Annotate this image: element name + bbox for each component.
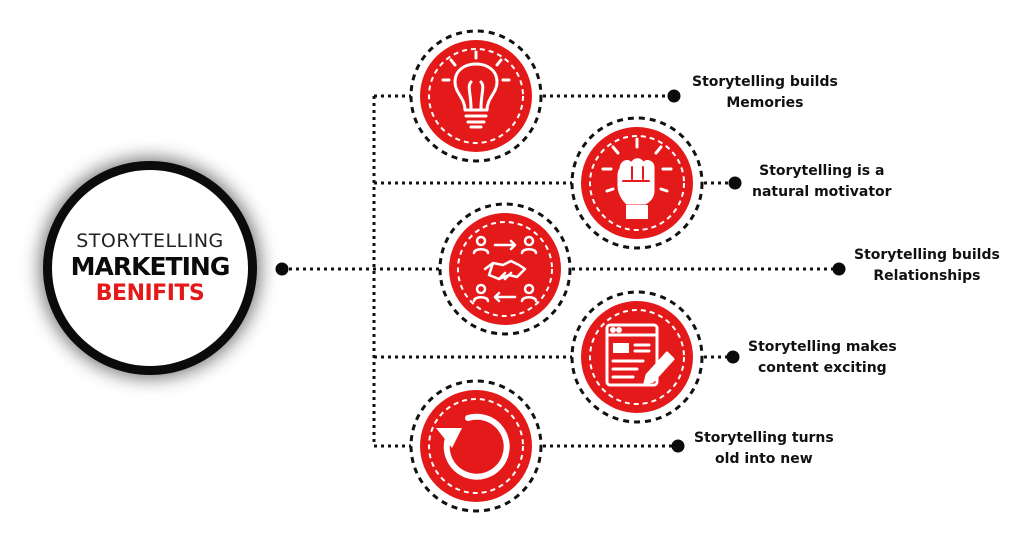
hub-title-line2: MARKETING xyxy=(70,252,231,281)
handshake-network-icon xyxy=(472,235,538,303)
benefit-node-5 xyxy=(409,379,543,513)
hub-title-line1: STORYTELLING xyxy=(76,230,224,252)
hub-dot xyxy=(275,262,289,276)
benefit-node-4 xyxy=(570,290,704,424)
benefit-label-line2: Relationships xyxy=(873,268,981,284)
benefit-label-line2: content exciting xyxy=(757,360,887,376)
benefit-label-line2: Memories xyxy=(726,95,804,111)
endpoint-dots xyxy=(275,89,846,453)
benefit-label-exciting-content: Storytelling makes content exciting xyxy=(748,337,897,379)
dot-1 xyxy=(667,89,681,103)
benefit-label-memories: Storytelling builds Memories xyxy=(692,72,838,114)
refresh-arrow-icon xyxy=(436,413,510,480)
benefit-label-line1: Storytelling makes xyxy=(748,339,897,355)
dot-3 xyxy=(832,262,846,276)
hub-title-line3: BENIFITS xyxy=(95,281,205,306)
benefit-node-2 xyxy=(570,116,704,250)
dot-5 xyxy=(671,439,685,453)
benefit-label-line2: old into new xyxy=(715,451,813,467)
benefit-label-line1: Storytelling is a xyxy=(759,163,885,179)
benefit-node-1 xyxy=(409,29,543,163)
benefit-node-3 xyxy=(438,202,572,336)
raised-fist-icon xyxy=(601,137,673,219)
dot-2 xyxy=(728,176,742,190)
document-edit-icon xyxy=(605,323,675,387)
central-hub: STORYTELLING MARKETING BENIFITS xyxy=(52,170,248,366)
dot-4 xyxy=(726,350,740,364)
benefit-label-old-into-new: Storytelling turns old into new xyxy=(694,428,834,470)
benefit-label-line1: Storytelling builds xyxy=(854,247,1000,263)
connectors xyxy=(282,94,838,448)
lightbulb-icon xyxy=(441,50,511,129)
benefit-label-line1: Storytelling builds xyxy=(692,74,838,90)
benefit-label-motivator: Storytelling is a natural motivator xyxy=(752,161,892,203)
benefit-label-line1: Storytelling turns xyxy=(694,430,834,446)
benefit-label-relationships: Storytelling builds Relationships xyxy=(854,245,1000,287)
benefit-label-line2: natural motivator xyxy=(752,184,892,200)
